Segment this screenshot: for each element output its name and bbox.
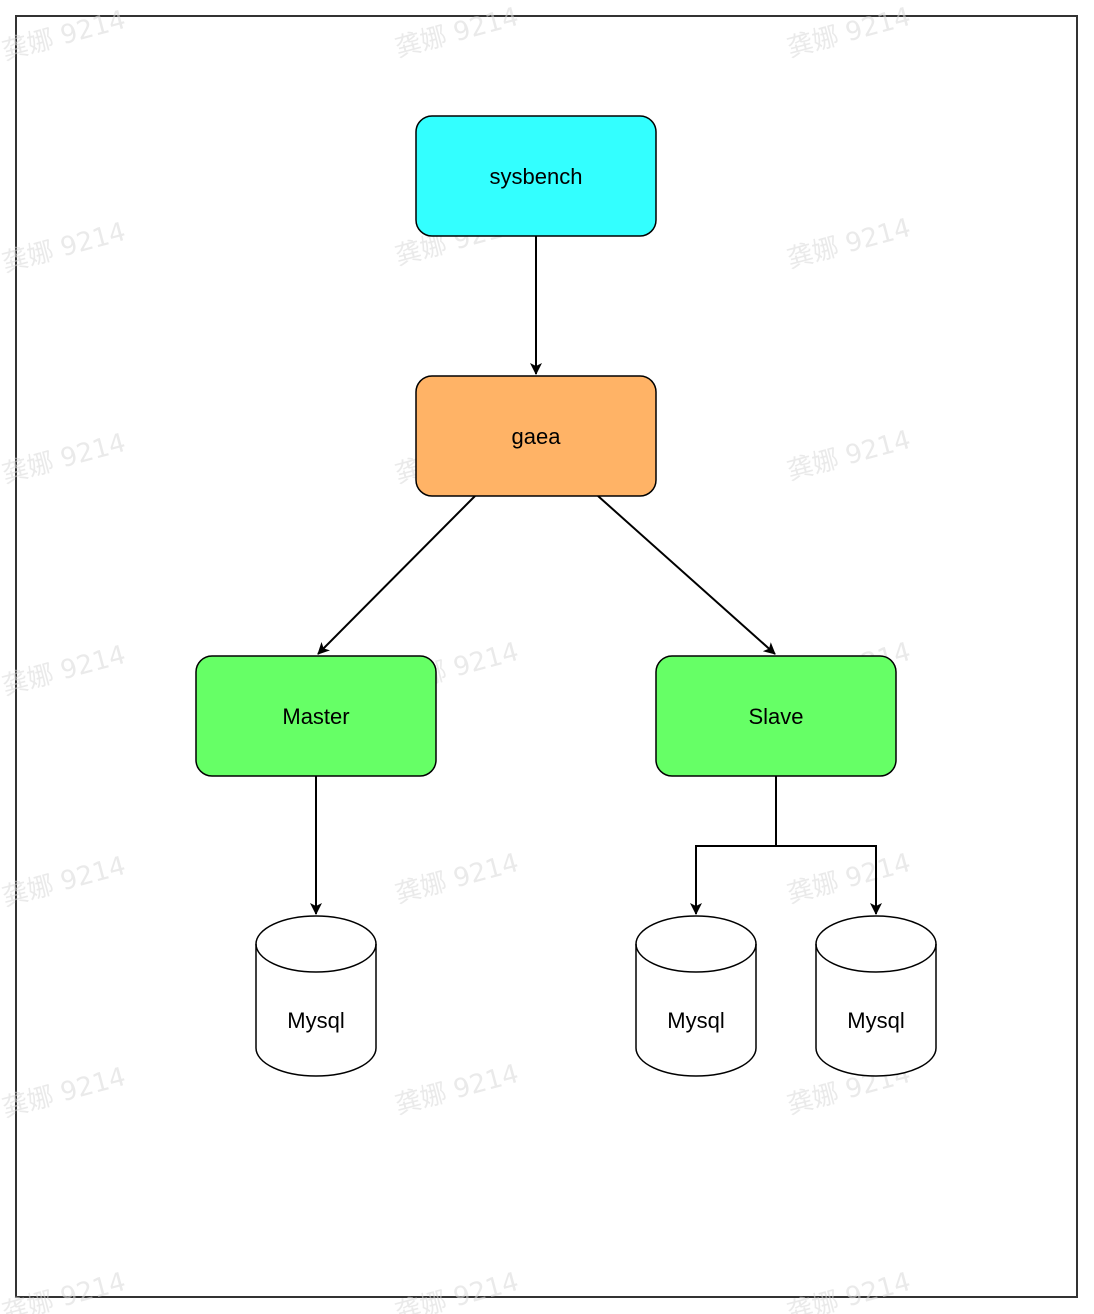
edge-slave-to-mysql-2 [775,776,882,915]
database-mysql-slave-2[interactable]: Mysql [815,915,937,1077]
edge-gaea-to-master [317,495,476,655]
database-cylinder-rim [255,943,377,973]
edge-gaea-to-slave [597,495,776,655]
database-cylinder-icon [635,915,757,1077]
edge-layer [310,236,882,915]
node-sysbench-box [415,115,657,237]
node-gaea-box [415,375,657,497]
database-cylinder-icon [255,915,377,1077]
database-cylinder-rim [635,943,757,973]
node-sysbench-label: sysbench [490,164,583,189]
database-mysql-slave-1-label: Mysql [667,1008,724,1033]
database-mysql-slave-1[interactable]: Mysql [635,915,757,1077]
node-master-label: Master [282,704,349,729]
node-gaea[interactable]: gaea [415,375,657,497]
node-slave-label: Slave [748,704,803,729]
node-master-box [195,655,437,777]
node-master[interactable]: Master [195,655,437,777]
node-slave-box [655,655,897,777]
node-sysbench[interactable]: sysbench [415,115,657,237]
database-cylinder-icon [815,915,937,1077]
database-mysql-master[interactable]: Mysql [255,915,377,1077]
node-slave[interactable]: Slave [655,655,897,777]
database-cylinder-rim [815,943,937,973]
node-gaea-label: gaea [512,424,562,449]
database-mysql-master-label: Mysql [287,1008,344,1033]
database-mysql-slave-2-label: Mysql [847,1008,904,1033]
